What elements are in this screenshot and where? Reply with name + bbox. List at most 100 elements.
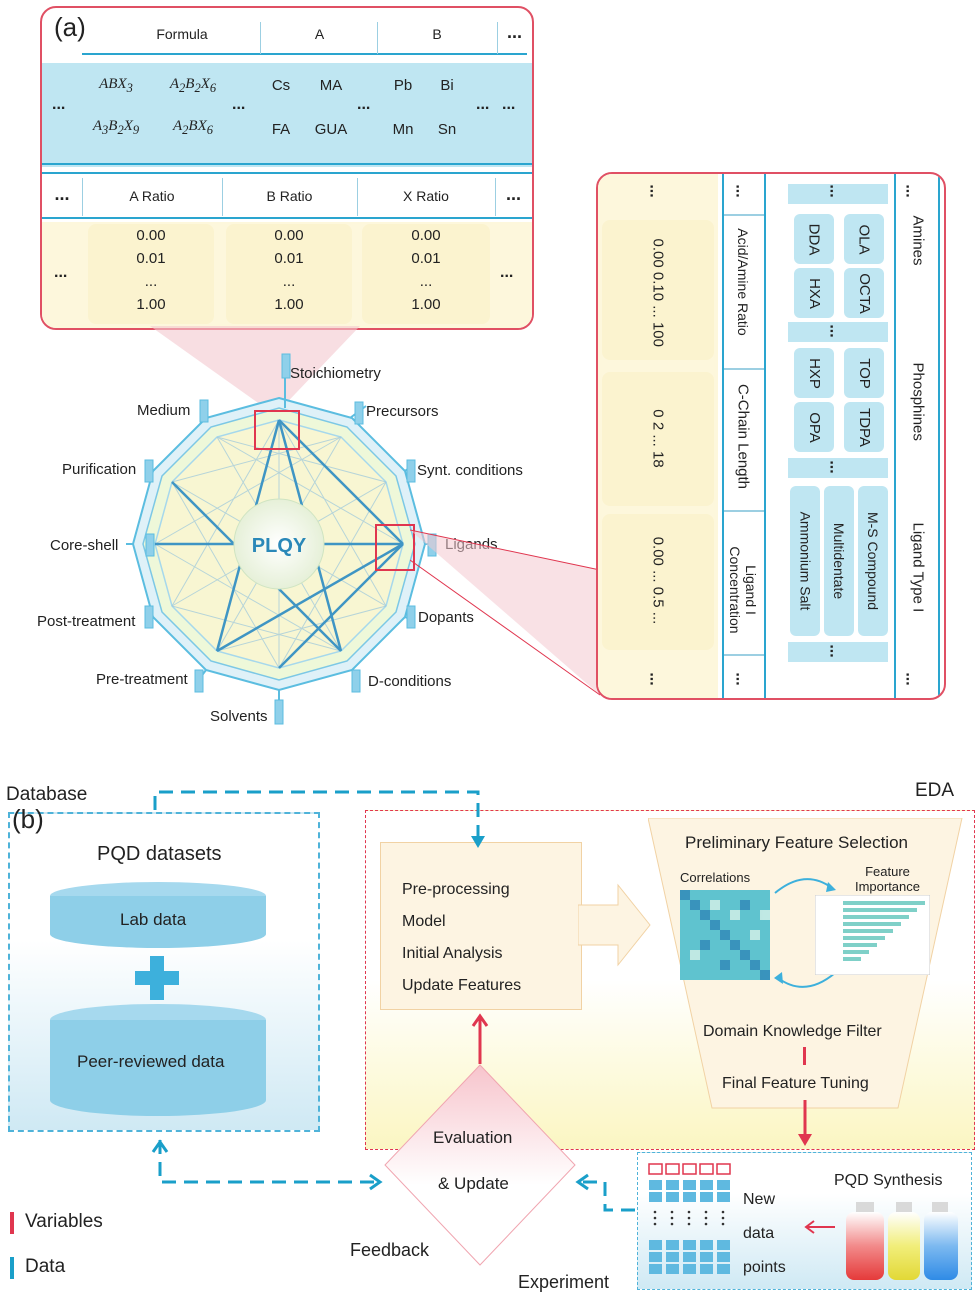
- formula-a2b2x6: A2B2X6: [158, 66, 228, 106]
- row-ellipsis: ...: [476, 96, 490, 113]
- red-down-arrow: [798, 1100, 812, 1146]
- header-phosphines: Phosphines: [909, 362, 927, 441]
- feature-importance-label: Feature Importance: [854, 864, 921, 894]
- legend-variables-swatch: [10, 1212, 14, 1234]
- evaluation-diamond: [384, 1064, 576, 1266]
- importance-bars: [815, 895, 930, 975]
- amine-ola: OLA: [844, 214, 884, 264]
- col-ellipsis: ...: [732, 672, 750, 686]
- ligand-ammonium-salt: Ammonium Salt: [790, 486, 820, 636]
- b-pb: Pb: [384, 64, 422, 106]
- chain-value-list: 0 2 ... 18: [649, 409, 667, 468]
- update-label: & Update: [438, 1174, 509, 1193]
- ligand-ms-compound: M-S Compound: [858, 486, 888, 636]
- header-ligand-type: Ligand Type I: [909, 522, 927, 613]
- amine-hxa: HXA: [794, 268, 834, 318]
- amine-octa: OCTA: [844, 268, 884, 318]
- stoichiometry-table: (a) Formula A B ... ABX3 A2B2X6 A3B2X9 A…: [40, 6, 534, 330]
- variables-link: [803, 1047, 806, 1065]
- data-point-grid: [648, 1163, 731, 1274]
- phosphine-hxp: HXP: [794, 348, 834, 398]
- amine-dda: DDA: [794, 214, 834, 264]
- pqd-datasets-title: PQD datasets: [97, 843, 222, 865]
- dataset-cylinders: [50, 882, 266, 1116]
- pfs-title: Preliminary Feature Selection: [685, 833, 908, 852]
- plqy-core: [233, 498, 325, 590]
- row-ellipsis: ...: [232, 96, 246, 113]
- callout-wedge: [150, 326, 360, 415]
- correlations-label: Correlations: [680, 870, 751, 885]
- col-ellipsis: ...: [646, 672, 664, 686]
- node-core-shell: Core-shell: [50, 537, 119, 554]
- legend-data: Data: [25, 1256, 66, 1277]
- formula-a3b2x9: A3B2X9: [80, 108, 152, 148]
- a-ma: MA: [306, 64, 356, 106]
- row-ellipsis: ...: [52, 96, 66, 113]
- node-purification: Purification: [62, 461, 137, 478]
- acid-value-list: 0.00 0.10 ... 100: [649, 238, 667, 347]
- legend-variables: Variables: [25, 1211, 103, 1232]
- red-left-arrow: [804, 1220, 835, 1234]
- ligands-callout: [410, 529, 601, 696]
- formula-abx3: ABX3: [80, 66, 152, 106]
- stoichiometry-highlight: [254, 410, 300, 450]
- header-ligand-conc: Ligand I Concentration: [727, 546, 759, 634]
- a-fa: FA: [260, 108, 302, 150]
- ratio-header-ellipsis: ...: [54, 184, 70, 204]
- header-formula: Formula: [156, 26, 208, 42]
- node-synt-conditions: Synt. conditions: [417, 462, 523, 479]
- domain-filter-label: Domain Knowledge Filter: [703, 1023, 882, 1040]
- col-ellipsis: ...: [826, 460, 844, 474]
- ratio-header-ellipsis: ...: [505, 184, 521, 204]
- new-data-points-label: New data points: [743, 1191, 786, 1276]
- conc-values: [602, 514, 714, 650]
- header-a-ratio: A Ratio: [129, 188, 175, 204]
- col-ellipsis: ...: [826, 644, 844, 658]
- plqy-network: PLQY: [126, 326, 437, 725]
- panel-b-tag: (b): [12, 804, 44, 834]
- a-cs: Cs: [260, 64, 302, 106]
- header-amines: Amines: [909, 215, 927, 266]
- cycle-arrow-bottom: [774, 972, 836, 988]
- row-ellipsis: ...: [54, 264, 68, 281]
- right-arrow: [578, 883, 651, 967]
- database-label: Database: [6, 784, 88, 805]
- node-dopants: Dopants: [418, 609, 474, 626]
- data-flow-lines: [151, 790, 635, 1212]
- header-a: A: [314, 26, 325, 42]
- node-solvents: Solvents: [210, 708, 268, 725]
- ligand-multidentate: Multidentate: [824, 486, 854, 636]
- node-pre-treatment: Pre-treatment: [96, 671, 188, 688]
- header-b: B: [432, 26, 442, 42]
- header-b-ratio: B Ratio: [266, 188, 313, 204]
- analysis-box: [380, 842, 582, 1010]
- peer-data-label: Peer-reviewed data: [77, 1052, 225, 1071]
- experiment-label: Experiment: [518, 1272, 610, 1292]
- feedback-label: Feedback: [350, 1240, 430, 1260]
- ligands-table: Amines Phosphines Ligand Type I DDA OLA …: [596, 172, 946, 700]
- col-ellipsis: ...: [826, 324, 844, 338]
- final-tuning-label: Final Feature Tuning: [722, 1075, 869, 1092]
- cycle-arrow-top: [774, 878, 836, 894]
- eda-label: EDA: [915, 780, 955, 801]
- phosphine-top: TOP: [844, 348, 884, 398]
- ligands-highlight: [375, 524, 415, 571]
- row-ellipsis: ...: [500, 264, 514, 281]
- phosphine-tdpa: TDPA: [844, 402, 884, 452]
- conc-value-list: 0.00 ... 0.5 ...: [649, 536, 667, 625]
- b-sn: Sn: [426, 108, 468, 150]
- col-ellipsis: ...: [902, 184, 920, 198]
- node-precursors: Precursors: [366, 403, 439, 420]
- header-ellipsis: ...: [506, 22, 522, 42]
- b-mn: Mn: [384, 108, 422, 150]
- node-post-treatment: Post-treatment: [37, 613, 136, 630]
- col-ellipsis: ...: [902, 672, 920, 686]
- a-gua: GUA: [306, 108, 356, 150]
- header-chain-length: C-Chain Length: [734, 383, 752, 490]
- b-bi: Bi: [426, 64, 468, 106]
- analysis-steps: Pre-processing Model Initial Analysis Up…: [402, 881, 522, 994]
- node-medium: Medium: [137, 402, 191, 419]
